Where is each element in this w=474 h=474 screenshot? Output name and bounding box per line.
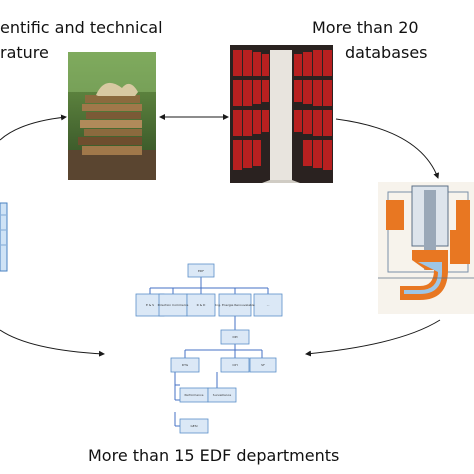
archive-shelves-photo (230, 45, 333, 183)
org-label-level1-4: Ing. Energie Renouvelable (215, 303, 254, 307)
left-screen-thumbnail (0, 202, 8, 272)
org-node-level4-2 (207, 387, 237, 403)
org-node-level3-2 (220, 357, 250, 373)
arrow-drawing-to-orgchart (305, 319, 441, 357)
org-label-level3-1: DTG (182, 363, 189, 367)
org-label-level2-1: DPI (232, 335, 237, 339)
org-label-level3-2: CIH (232, 363, 237, 367)
org-node-level1-4 (218, 293, 252, 317)
literature-caption-line2: rature (0, 43, 49, 62)
org-label-root: EDF (198, 269, 204, 273)
org-label-level1-1: E & S (146, 303, 154, 307)
cycle-arrows (0, 114, 441, 357)
org-label-level4-1: Performance (184, 393, 203, 397)
databases-caption-line1: More than 20 (312, 18, 419, 37)
org-label-level5-1: GESI (190, 424, 197, 428)
org-node-level1-3 (186, 293, 216, 317)
org-node-root (187, 263, 215, 278)
books-photo (68, 52, 156, 180)
arrow-left-to-literature (0, 114, 67, 141)
org-label-level3-3: SF (261, 363, 265, 367)
databases-caption-line2: databases (345, 43, 428, 62)
org-label-level1-3: R & D (197, 303, 206, 307)
org-node-level2-1 (220, 329, 250, 345)
org-node-level5-1 (179, 418, 209, 434)
org-label-level1-2: Direction Commerce (158, 303, 189, 307)
org-label-level4-2: Surveillance (213, 393, 232, 397)
org-chart: EDF E & S Direction Commerce R & D Ing. … (135, 263, 283, 434)
literature-caption-line1: entific and technical (0, 18, 163, 37)
org-label-level1-5: ... (267, 303, 270, 307)
arrow-databases-to-drawing (335, 118, 440, 179)
org-node-level3-3 (249, 357, 277, 373)
org-node-level1-5 (253, 293, 283, 317)
technical-drawing (378, 182, 474, 314)
arrow-left-to-orgchart (0, 329, 105, 357)
departments-caption: More than 15 EDF departments (88, 446, 340, 465)
org-node-level3-1 (170, 357, 200, 373)
